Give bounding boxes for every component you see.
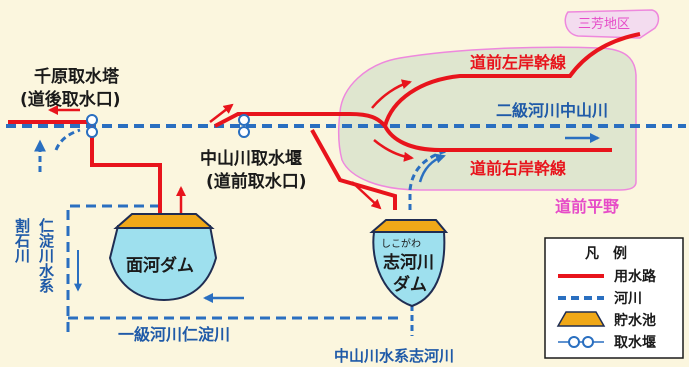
- shikogawa-dam-icon: [369, 219, 449, 308]
- river-flow-arrow-left-2: [54, 128, 81, 151]
- niyodo-river-label: 一級河川仁淀川: [118, 325, 230, 344]
- legend-item-canal: 用水路: [558, 268, 657, 285]
- chihara-intake-tower-sub-label: (道後取水口): [20, 89, 121, 110]
- canal-main-trunk: [214, 112, 387, 128]
- omogo-dam-label: 面河ダム: [126, 255, 194, 276]
- canal-arrow-shikogawa: [351, 181, 382, 210]
- canal-right-bank: [383, 125, 612, 152]
- canal-left-bank: [383, 32, 641, 127]
- legend-label-reservoir: 貯水池: [614, 312, 656, 329]
- canal-omogo-to-chihara: [8, 120, 162, 214]
- chihara-intake-tower-label: 千原取水塔: [34, 66, 120, 87]
- sanpo-area-region: [564, 9, 660, 39]
- nakayama-weir-label: 中山川取水堰: [200, 148, 302, 169]
- nakayama-weir-sub-label: (道前取水口): [206, 171, 307, 192]
- domae-left-bank-canal-label: 道前左岸幹線: [470, 53, 566, 72]
- nakayama-river-label: 二級河川中山川: [496, 101, 608, 120]
- canal-right-bank-arrow: [373, 139, 414, 162]
- nakayama-intake-weir-icon: [238, 114, 250, 138]
- legend-title: 凡 例: [585, 245, 627, 262]
- domae-plain-label: 道前平野: [555, 197, 619, 216]
- niyodo-system-label: 仁淀川水系: [37, 217, 55, 294]
- shikogawa-river-label: 中山川水系志河川: [334, 347, 454, 365]
- legend-item-river: 河川: [558, 290, 642, 307]
- legend-box: 凡 例 用水路 河川 貯水池 取水堰: [544, 237, 684, 359]
- canal-shikogawa-to-weir: [310, 129, 397, 210]
- legend-item-intake-weir: 取水堰: [558, 334, 656, 351]
- legend-label-canal: 用水路: [614, 268, 657, 285]
- shikogawa-ruby-label: しこがわ: [381, 237, 421, 250]
- legend-label-river: 河川: [614, 290, 642, 307]
- chihara-intake-weir-icon: [86, 114, 98, 138]
- legend-item-reservoir: 貯水池: [556, 311, 656, 329]
- canal-arrow-main: [209, 103, 234, 123]
- shikogawa-inflow-river: [408, 148, 451, 210]
- canal-left-bank-arrow: [371, 79, 412, 109]
- omogo-dam-icon: [108, 213, 218, 302]
- shikogawa-dam-sub-label: ダム: [393, 274, 427, 295]
- legend-label-intake-weir: 取水堰: [614, 334, 656, 351]
- shikogawa-inflow-arrow: [418, 153, 446, 183]
- shikogawa-dam-label: 志河川: [383, 252, 434, 273]
- waritoshi-river-label: 割石川: [13, 217, 31, 263]
- domae-right-bank-canal-label: 道前右岸幹線: [470, 159, 566, 178]
- niyodo-system-boundary: [66, 204, 160, 336]
- sanpo-area-label: 三芳地区: [578, 17, 630, 32]
